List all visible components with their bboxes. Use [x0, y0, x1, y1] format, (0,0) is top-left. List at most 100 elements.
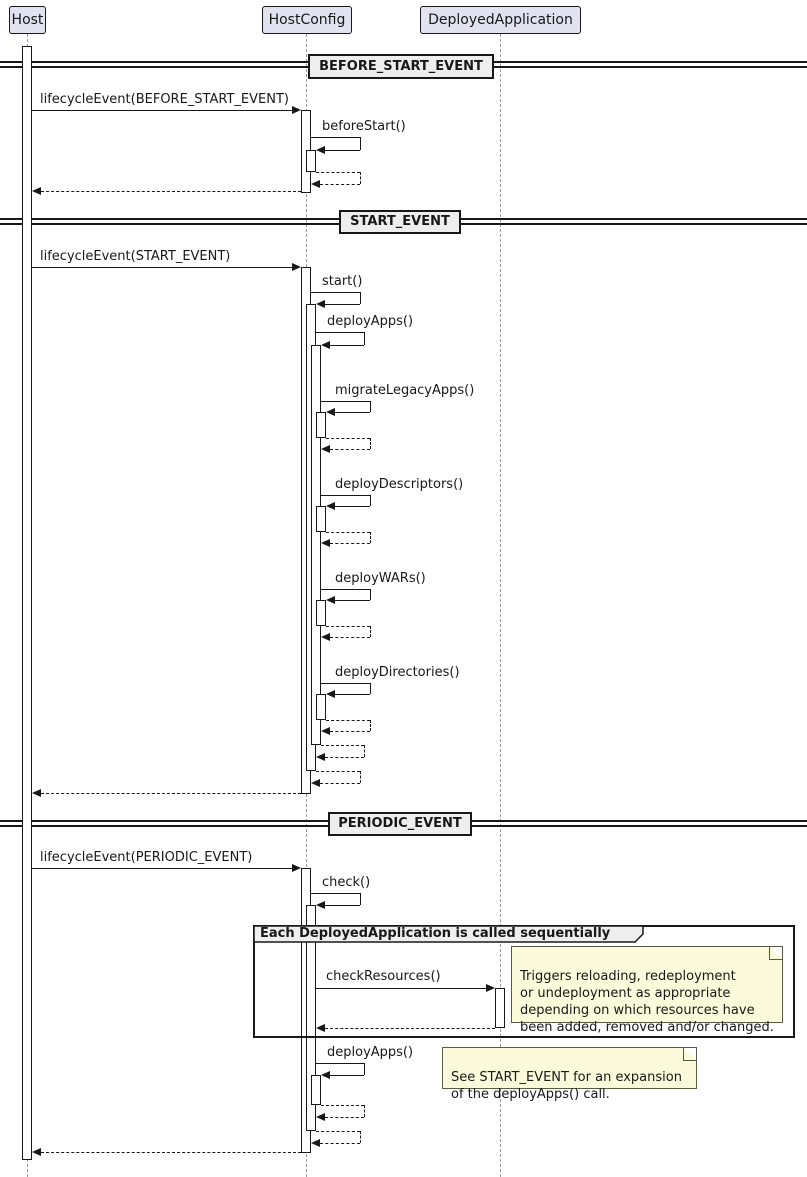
message-line [32, 110, 292, 111]
self-call-line [316, 332, 364, 333]
return-line [364, 745, 365, 757]
self-call-line [335, 506, 370, 507]
arrowhead-left-icon [321, 727, 330, 735]
self-call-line [311, 893, 360, 894]
note-deploy-apps-text: See START_EVENT for an expansion of the … [451, 1070, 682, 1102]
return-line [321, 1105, 364, 1106]
return-line [316, 771, 360, 772]
return-line [360, 172, 361, 184]
activation-hostconfig [311, 345, 321, 745]
message-line [32, 868, 292, 869]
return-line [360, 1131, 361, 1143]
arrowhead-left-icon [32, 789, 41, 797]
arrowhead-left-icon [311, 1139, 320, 1147]
return-line [316, 1131, 360, 1132]
message-label: deployApps() [327, 1045, 414, 1060]
self-call-line [321, 589, 370, 590]
self-call-line [325, 905, 360, 906]
return-line [330, 449, 370, 450]
activation-hostconfig [316, 694, 326, 720]
arrowhead-left-icon [321, 341, 330, 349]
self-call-line [316, 1063, 364, 1064]
arrowhead-left-icon [321, 445, 330, 453]
participant-deployedapplication-label: DeployedApplication [428, 12, 573, 28]
self-call-line [360, 893, 361, 905]
arrowhead-left-icon [316, 753, 325, 761]
group-header: Each DeployedApplication is called seque… [253, 925, 645, 947]
return-line [320, 1143, 360, 1144]
participant-host: Host [9, 6, 46, 34]
return-line [41, 1152, 301, 1153]
activation-hostconfig [316, 506, 326, 532]
return-line [360, 771, 361, 783]
arrowhead-left-icon [316, 1113, 325, 1121]
self-call-line [311, 292, 360, 293]
return-line [370, 438, 371, 449]
message-label: deployApps() [327, 314, 414, 329]
return-line [364, 1105, 365, 1117]
return-line [325, 757, 364, 758]
return-line [370, 720, 371, 731]
arrowhead-left-icon [326, 690, 335, 698]
arrowhead-left-icon [316, 300, 325, 308]
return-line [321, 745, 364, 746]
arrowhead-left-icon [316, 1024, 325, 1032]
group-header-label: Each DeployedApplication is called seque… [260, 926, 611, 941]
return-line [326, 626, 370, 627]
self-call-line [325, 150, 360, 151]
note-fold-icon [769, 947, 782, 960]
arrowhead-left-icon [326, 596, 335, 604]
activation-hostconfig [316, 600, 326, 626]
message-label: beforeStart() [322, 119, 406, 134]
return-line [330, 731, 370, 732]
message-label: deployDirectories() [335, 665, 460, 680]
return-line [326, 720, 370, 721]
note-fold-icon [683, 1048, 696, 1061]
self-call-line [325, 304, 360, 305]
activation-deployedapplication [495, 988, 505, 1028]
arrowhead-left-icon [311, 180, 320, 188]
self-call-line [360, 292, 361, 304]
arrowhead-left-icon [321, 539, 330, 547]
arrowhead-left-icon [316, 146, 325, 154]
self-call-line [364, 332, 365, 345]
self-call-line [335, 600, 370, 601]
arrowhead-right-icon [486, 984, 495, 992]
message-label: start() [322, 274, 363, 289]
message-label: checkResources() [326, 969, 441, 984]
participant-hostconfig-label: HostConfig [268, 12, 346, 28]
message-line [32, 267, 292, 268]
return-line [326, 532, 370, 533]
divider-periodic-event-label: PERIODIC_EVENT [338, 816, 462, 831]
arrowhead-right-icon [292, 263, 301, 271]
message-label: lifecycleEvent(PERIODIC_EVENT) [40, 850, 253, 865]
self-call-line [364, 1063, 365, 1075]
self-call-line [321, 683, 370, 684]
activation-hostconfig [306, 905, 316, 1131]
activation-host [22, 46, 32, 1160]
return-line [325, 1028, 495, 1029]
return-line [370, 532, 371, 543]
arrowhead-left-icon [321, 633, 330, 641]
self-call-line [360, 137, 361, 150]
return-line [330, 543, 370, 544]
self-call-line [321, 495, 370, 496]
self-call-line [321, 401, 370, 402]
return-line [316, 172, 360, 173]
arrowhead-left-icon [316, 901, 325, 909]
note-check-resources-text: Triggers reloading, redeployment or unde… [520, 969, 774, 1035]
divider-start-event-label: START_EVENT [350, 214, 450, 229]
group-header-shape [253, 925, 644, 943]
return-line [326, 438, 370, 439]
message-label: deployWARs() [335, 571, 426, 586]
arrowhead-left-icon [32, 1148, 41, 1156]
arrowhead-left-icon [32, 187, 41, 195]
return-line [370, 626, 371, 637]
arrowhead-left-icon [311, 779, 320, 787]
arrowhead-right-icon [292, 864, 301, 872]
arrowhead-left-icon [326, 408, 335, 416]
message-label: deployDescriptors() [335, 477, 464, 492]
divider-before-start-event-label: BEFORE_START_EVENT [319, 59, 483, 74]
self-call-line [370, 401, 371, 412]
